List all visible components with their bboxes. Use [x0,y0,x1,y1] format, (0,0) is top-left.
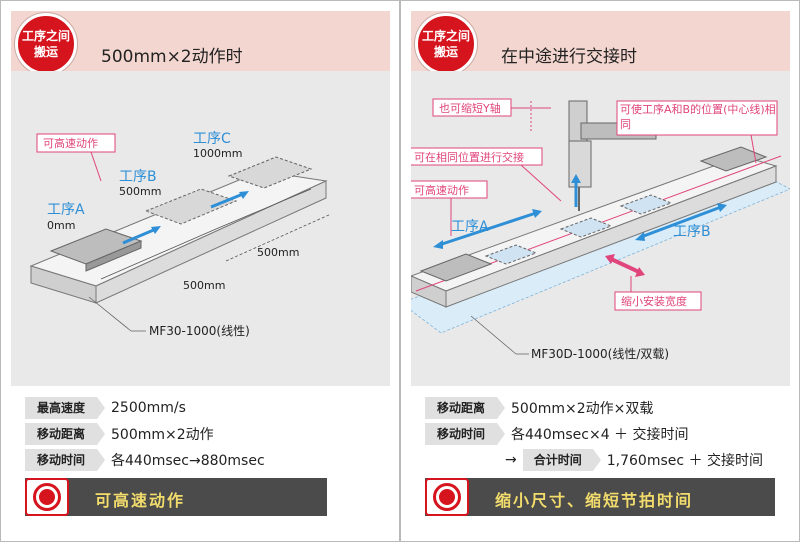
right-label-proc-a: 工序A [451,219,489,235]
left-actuator-drawing: 可高速动作 工序A 0mm 工序B 500mm 工序C 1000mm 500mm… [29,131,332,338]
left-panel: 500mm×2动作时 工序之间 搬运 [0,0,400,542]
right-label-proc-b: 工序B [673,224,711,240]
total-row: → 合计时间 1,760msec ＋ 交接时间 [425,448,765,472]
right-label-y-axis: 也可缩短Y轴 [439,101,501,115]
spec-row: 移动时间 各440msec→880msec [25,448,365,472]
left-result-text: 可高速动作 [95,491,186,510]
target-icon [25,478,69,516]
spec-row: 最高速度 2500mm/s [25,396,365,420]
spec-row: 移动时间 各440msec×4 ＋ 交接时间 [425,422,765,446]
right-label-center: 可使工序A和B的位置(中心线)相同 [620,103,776,131]
left-label-proc-a-pos: 0mm [47,219,75,232]
right-label-high-speed: 可高速动作 [414,183,469,197]
right-label-model: MF30D-1000(线性/双载) [531,347,669,361]
left-label-model: MF30-1000(线性) [149,324,250,338]
left-label-dist-2: 500mm [257,246,299,259]
right-label-narrow: 缩小安装宽度 [621,294,687,308]
left-label-proc-b: 工序B [119,169,157,185]
left-badge-line1: 工序之间 [21,29,70,43]
right-badge: 工序之间 搬运 [415,13,477,75]
total-arrow: → [505,452,517,468]
left-label-proc-a: 工序A [47,202,85,218]
spec-label: 移动时间 [425,423,505,445]
spec-label: 最高速度 [25,397,105,419]
left-badge-line2: 搬运 [33,45,58,59]
left-label-dist-1: 500mm [183,279,225,292]
left-label-proc-c: 工序C [193,131,231,147]
spec-label: 移动距离 [425,397,505,419]
right-title: 在中途进行交接时 [501,47,637,67]
total-value: 1,760msec ＋ 交接时间 [606,453,763,469]
left-title: 500mm×2动作时 [101,47,243,67]
left-label-proc-c-pos: 1000mm [193,147,242,160]
spec-row: 移动距离 500mm×2动作 [25,422,365,446]
left-specs: 最高速度 2500mm/s 移动距离 500mm×2动作 移动时间 各440ms… [25,396,365,474]
spec-value: 各440msec→880msec [111,453,265,469]
right-badge-line2: 搬运 [433,45,458,59]
right-label-same-pos: 可在相同位置进行交接 [414,150,524,164]
spec-value: 2500mm/s [111,400,186,416]
right-illustration: 也可缩短Y轴 可在相同位置进行交接 可高速动作 可使工序A和B的位置(中心线)相… [411,71,790,386]
left-result-banner: 可高速动作 [25,478,327,516]
left-label-high-speed: 可高速动作 [43,136,98,150]
right-specs: 移动距离 500mm×2动作×双载 移动时间 各440msec×4 ＋ 交接时间… [425,396,765,474]
spec-value: 500mm×2动作 [111,427,214,443]
spec-value: 各440msec×4 ＋ 交接时间 [511,427,689,443]
spec-label: 移动距离 [25,423,105,445]
left-badge: 工序之间 搬运 [15,13,77,75]
spec-label: 移动时间 [25,449,105,471]
right-result-banner: 缩小尺寸、缩短节拍时间 [425,478,775,516]
right-panel: 在中途进行交接时 工序之间 搬运 [400,0,800,542]
right-badge-line1: 工序之间 [421,29,470,43]
left-illustration: 可高速动作 工序A 0mm 工序B 500mm 工序C 1000mm 500mm… [11,71,390,386]
spec-row: 移动距离 500mm×2动作×双载 [425,396,765,420]
right-actuator-drawing: 也可缩短Y轴 可在相同位置进行交接 可高速动作 可使工序A和B的位置(中心线)相… [411,98,790,361]
total-label: 合计时间 [522,449,601,471]
target-icon [425,478,469,516]
left-label-proc-b-pos: 500mm [119,185,161,198]
right-result-text: 缩小尺寸、缩短节拍时间 [495,491,694,510]
spec-value: 500mm×2动作×双载 [511,401,654,417]
